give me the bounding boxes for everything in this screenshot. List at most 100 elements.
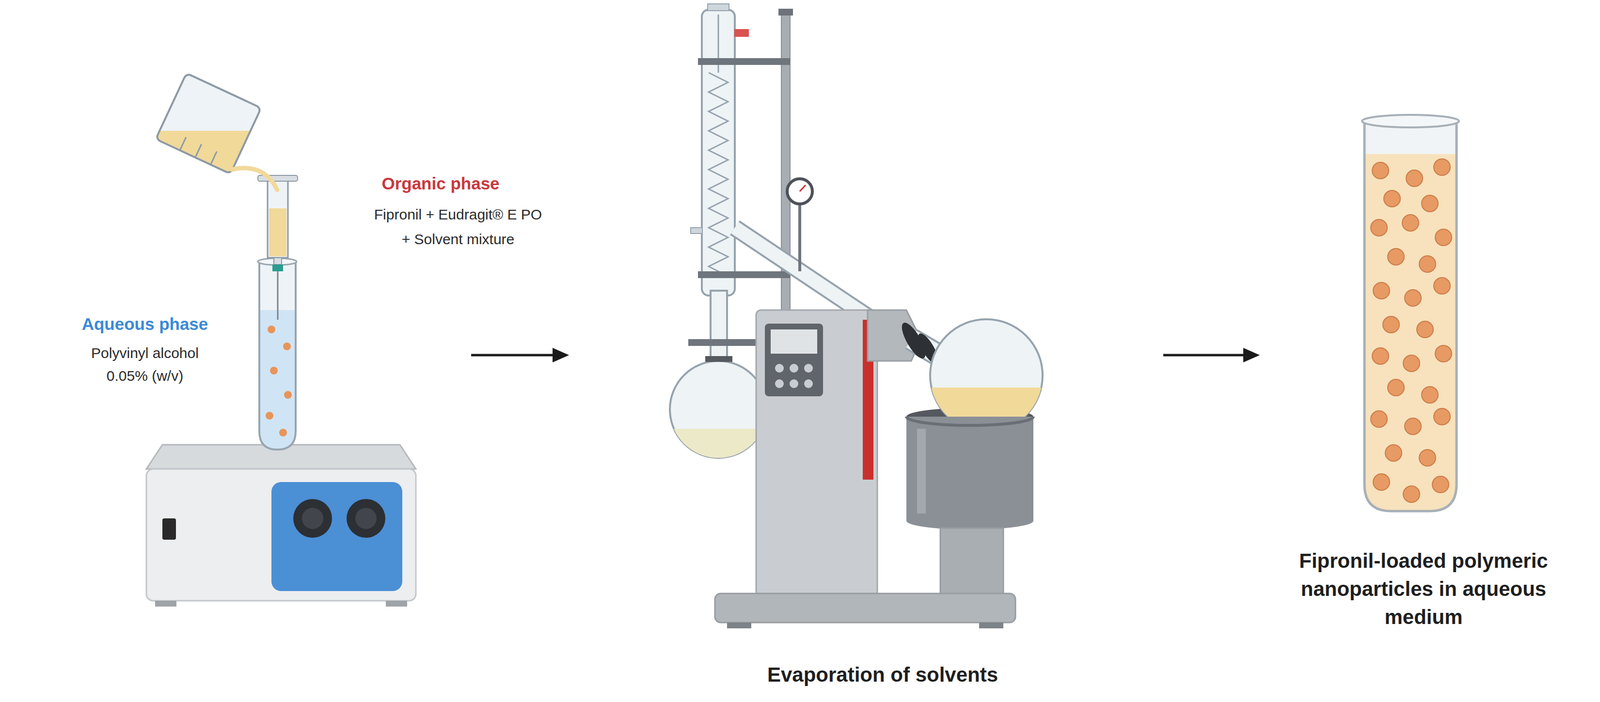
flow-arrow — [1163, 354, 1257, 357]
graduation-mark — [210, 151, 218, 165]
control-button — [775, 379, 784, 389]
product-label: Fipronil-loaded polymeric nanoparticles … — [1287, 547, 1560, 632]
nanoparticle — [1433, 408, 1451, 426]
nanoparticle — [1372, 348, 1389, 365]
graduation-mark — [195, 144, 202, 158]
control-button — [804, 364, 813, 373]
nanoparticle — [1402, 214, 1419, 232]
nanoparticle — [1433, 277, 1451, 295]
pouring-stream — [231, 168, 278, 191]
needle-hub — [272, 264, 284, 272]
control-knob — [346, 499, 386, 539]
phase-composition: Polyvinyl alcohol 0.05% (w/v) — [81, 341, 209, 388]
process-stage: Fipronil-loaded polymeric nanoparticles … — [1256, 0, 1600, 702]
tube-outline — [1364, 121, 1457, 512]
syringe-tip — [273, 257, 282, 265]
organic-droplet — [269, 366, 278, 375]
nanoparticle — [1435, 229, 1452, 246]
nanoparticle — [1419, 255, 1436, 273]
phase-heading: Aqueous phase — [23, 314, 267, 335]
stirrer-foot — [385, 601, 408, 607]
nanoparticle — [1372, 162, 1389, 179]
clamp — [697, 271, 791, 279]
condenser — [701, 9, 735, 296]
rod-cap — [778, 8, 793, 16]
control-panel — [271, 482, 403, 592]
control-knob — [293, 499, 333, 539]
display-screen — [770, 329, 818, 354]
nanoparticle — [1419, 449, 1436, 467]
nanoparticle — [1403, 486, 1420, 503]
process-stage: Evaporation of solvents — [566, 0, 1164, 702]
water-bath-rim — [906, 416, 1034, 426]
organic-droplet — [279, 428, 287, 437]
aqueous-liquid — [256, 310, 301, 456]
nanoparticle — [1370, 411, 1388, 428]
stirrer-body — [146, 469, 416, 602]
nanoparticle — [1385, 444, 1402, 462]
nanoparticle — [1404, 418, 1422, 435]
nanoparticle — [1416, 321, 1434, 338]
nanoparticle — [1404, 289, 1422, 307]
evaporating-flask — [930, 319, 1043, 432]
flask-clip — [705, 356, 733, 363]
rotary-evaporator — [669, 3, 1043, 629]
nanoparticle — [1432, 476, 1449, 493]
control-knob — [301, 507, 324, 530]
needle — [277, 271, 279, 320]
organic-droplet — [267, 325, 276, 334]
condensed-solvent — [673, 428, 763, 459]
nanoparticle — [1373, 474, 1390, 491]
instrument-base — [714, 593, 1016, 623]
nanoparticle-tube — [1362, 114, 1459, 516]
pouring-beaker — [145, 73, 301, 228]
nanoparticle-group — [1370, 158, 1452, 503]
nanoparticle — [1421, 386, 1439, 404]
control-button — [775, 364, 784, 373]
nanoparticle — [1383, 190, 1401, 207]
control-button — [789, 364, 799, 373]
condenser-cap — [707, 3, 729, 11]
instrument-body — [756, 310, 878, 597]
tube-outline — [259, 261, 296, 450]
stirrer-foot — [155, 601, 177, 607]
coolant-port — [734, 29, 749, 37]
pressure-gauge — [787, 178, 813, 205]
receiving-flask — [669, 361, 767, 459]
gauge-stem — [798, 203, 802, 272]
water-bath — [906, 512, 1034, 530]
base-foot — [979, 622, 1004, 629]
water-bath — [906, 416, 1034, 522]
tube-rim — [1362, 114, 1459, 128]
organic-droplet — [284, 391, 292, 399]
bath-support — [940, 528, 1004, 597]
phase-heading: Organic phase — [295, 173, 587, 194]
beaker-outline — [155, 73, 261, 175]
nanoparticle — [1373, 282, 1390, 300]
step-label: Evaporation of solvents — [688, 663, 1077, 688]
control-knob — [355, 507, 377, 530]
control-button — [804, 379, 813, 389]
flask-neck — [710, 290, 728, 364]
organic-liquid — [269, 208, 287, 257]
organic-droplet — [265, 411, 274, 420]
gauge-needle — [799, 185, 806, 192]
control-button — [789, 379, 799, 389]
water-bath-highlight — [917, 428, 926, 514]
power-switch — [162, 518, 176, 540]
syringe — [257, 175, 298, 320]
nanoparticle — [1433, 158, 1451, 176]
nanoparticle — [1421, 195, 1439, 212]
nanoparticle — [1370, 219, 1388, 237]
nanoparticle — [1382, 316, 1400, 333]
nanoparticle — [1403, 355, 1420, 372]
process-stage: Organic phaseFipronil + Eudragit® E PO +… — [0, 0, 472, 702]
nanoparticle — [1406, 170, 1423, 187]
aqueous-test-tube — [256, 258, 301, 456]
control-display — [764, 323, 824, 397]
aqueous-suspension — [1362, 154, 1459, 516]
coolant-port — [690, 227, 703, 234]
magnetic-stirrer — [146, 444, 416, 607]
